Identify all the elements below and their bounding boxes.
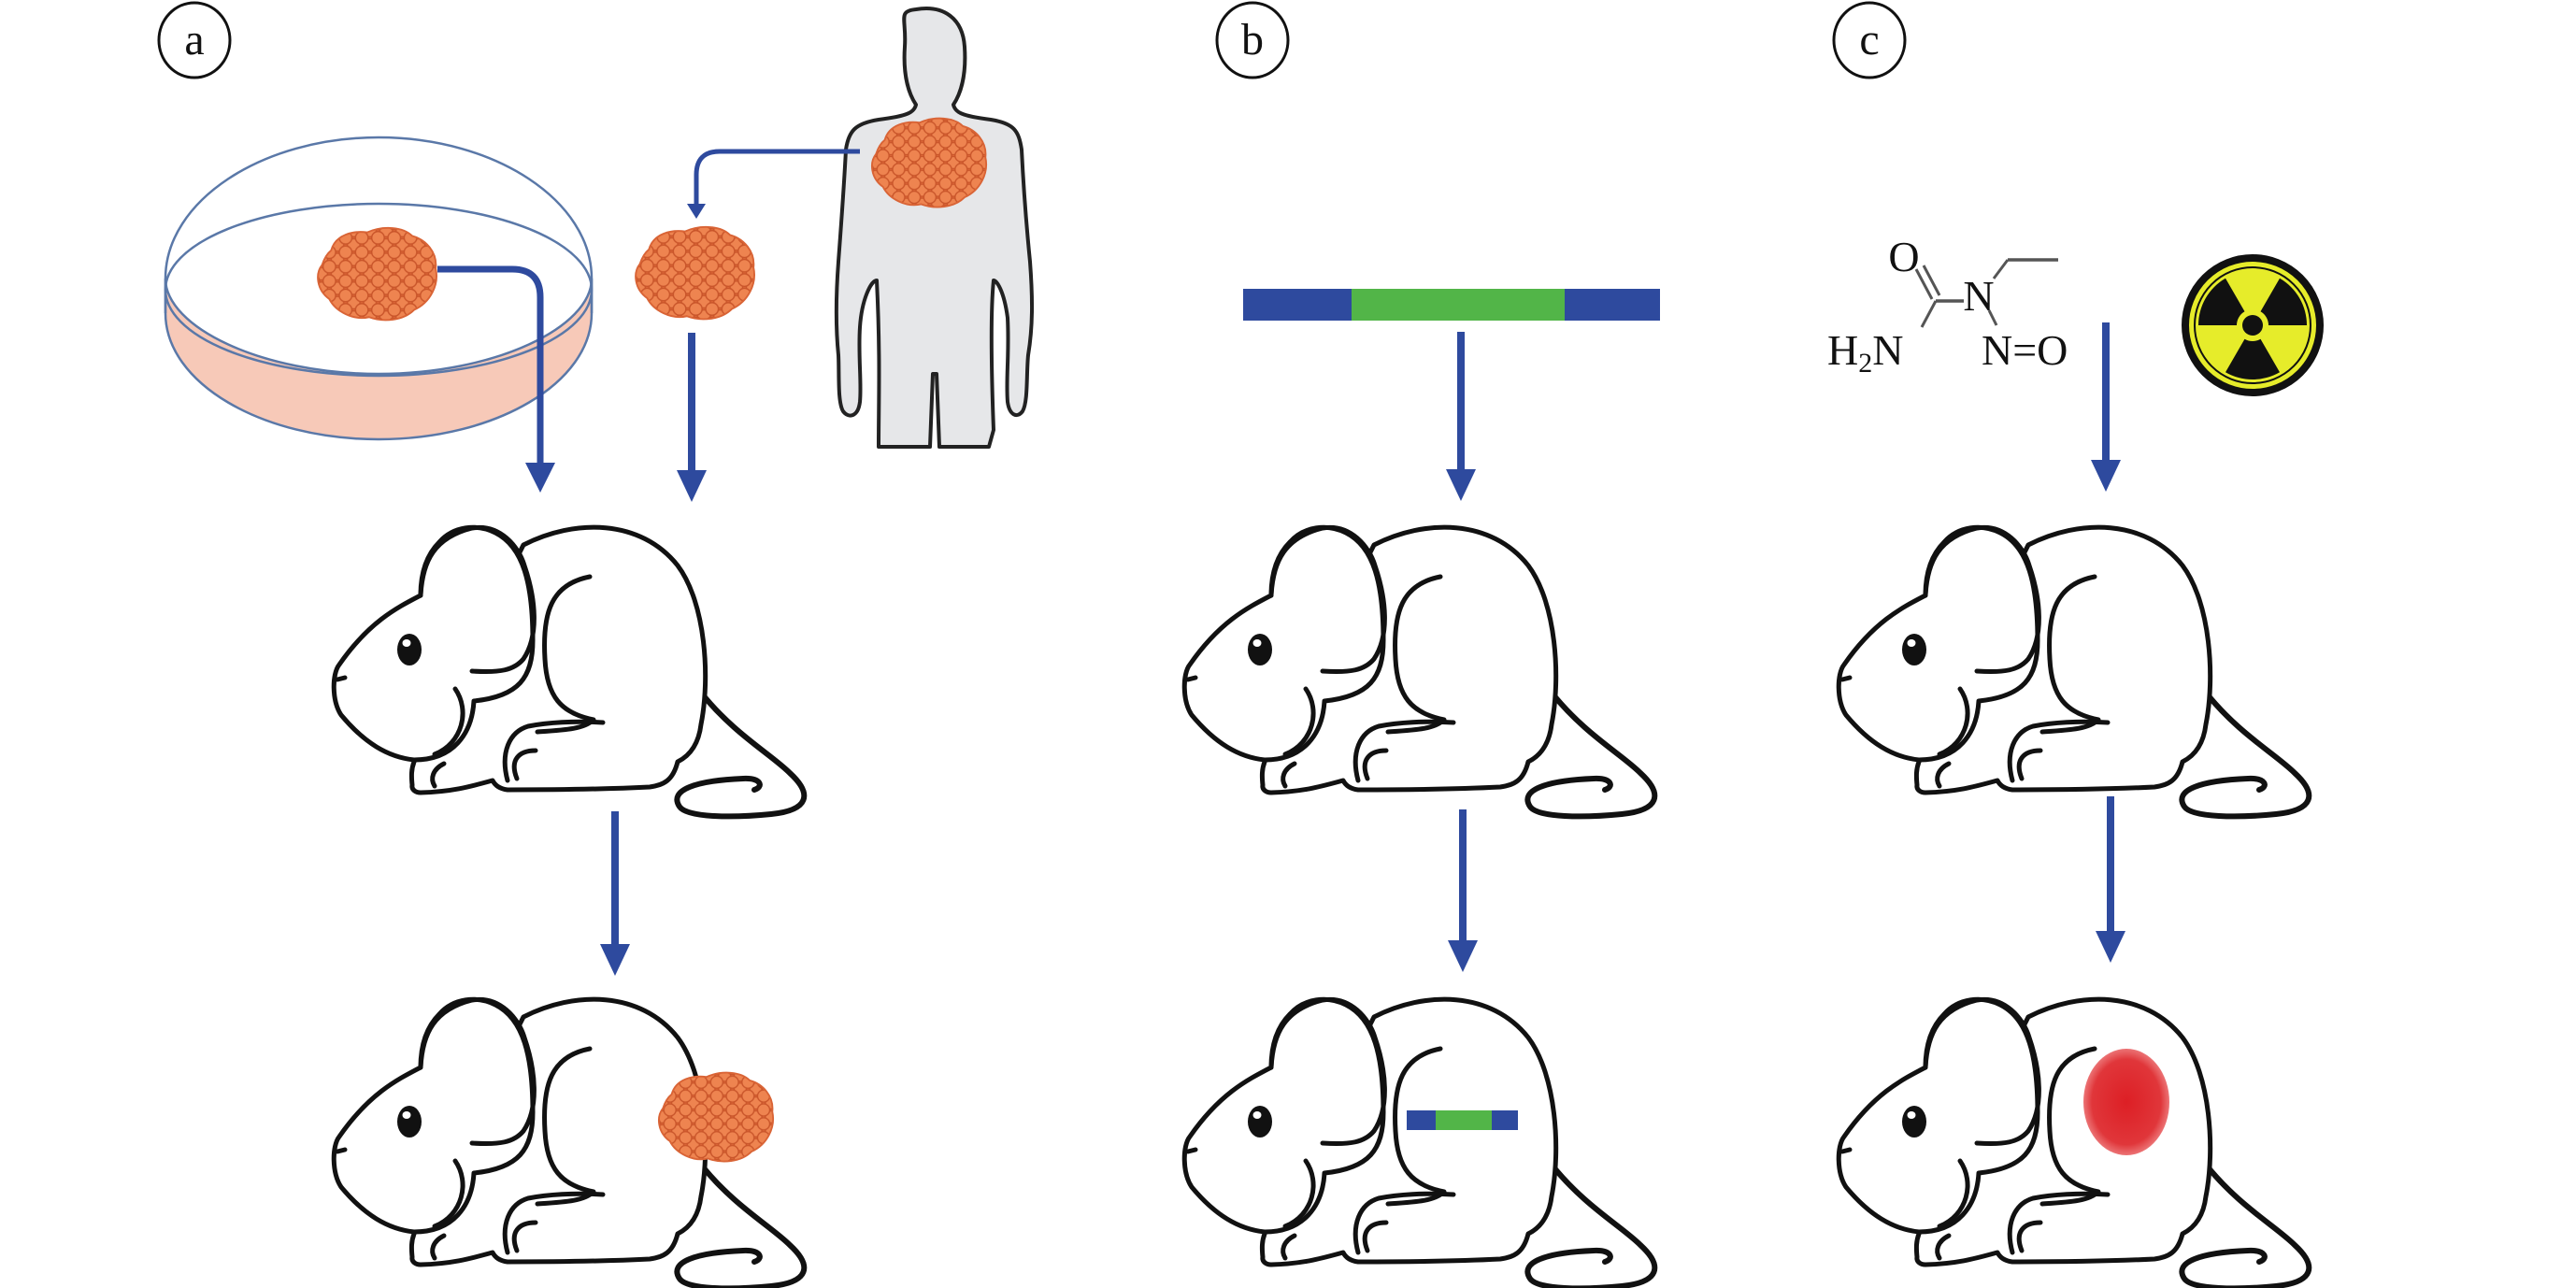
arrow-c-mouse-to-result: [2096, 796, 2125, 963]
excised-tumor-tissue: [635, 225, 756, 321]
gene-flank-right: [1565, 289, 1660, 321]
integrated-gene-construct: [1407, 1110, 1518, 1130]
petri-dish-icon: [164, 136, 594, 441]
gene-flank-left: [1243, 289, 1352, 321]
gene-construct: [1243, 289, 1660, 321]
chemical-structure-enu: O N H2N N=O: [1827, 233, 2068, 379]
panel-label-a-text: a: [184, 15, 204, 64]
panel-label-a: a: [157, 1, 232, 79]
mouse-icon-c-exposed: [1839, 527, 2309, 816]
mouse-icon-c-result: [1839, 999, 2309, 1288]
radiation-blade: [2260, 278, 2307, 325]
atom-amine-h: H: [1827, 326, 1858, 374]
human-silhouette-icon: [834, 7, 1035, 449]
arrow-a-mouse-to-result: [600, 811, 630, 976]
atom-nitroso: N=O: [1982, 326, 2068, 374]
panel-label-c: c: [1832, 1, 1907, 79]
integrated-flank-right: [1492, 1110, 1518, 1130]
arrow-tissue-to-mouse: [677, 333, 707, 502]
panel-label-c-text: c: [1859, 15, 1879, 64]
panel-label-b: b: [1215, 1, 1290, 79]
gene-insert: [1352, 289, 1565, 321]
integrated-insert: [1436, 1110, 1492, 1130]
atom-amine: H2N: [1827, 326, 1903, 379]
mouse-icon-a-recipient: [334, 527, 804, 816]
atom-carbonyl-o: O: [1888, 233, 1919, 280]
transplanted-tumor: [657, 1071, 775, 1163]
radiation-blade: [2198, 278, 2245, 325]
mouse-icon-b-result: [1184, 999, 1654, 1288]
patient-tumor: [870, 117, 988, 208]
mouse-icon-b-recipient: [1184, 527, 1654, 816]
arrow-gene-to-mouse: [1446, 332, 1476, 501]
arrow-carcinogen-to-mouse: [2091, 322, 2121, 492]
atom-amine-subscript: 2: [1858, 348, 1872, 379]
atom-amide-n: N: [1963, 272, 1994, 320]
arrow-b-mouse-to-result: [1448, 809, 1478, 972]
cultured-tumor-cells: [317, 226, 437, 322]
arrow-dish-to-mouse: [437, 265, 555, 493]
radiation-blade: [2225, 338, 2280, 379]
induced-tumor: [2083, 1049, 2169, 1155]
radiation-hazard-icon: [2182, 254, 2324, 396]
panel-label-b-text: b: [1241, 15, 1264, 64]
atom-amine-n: N: [1872, 326, 1903, 374]
integrated-flank-left: [1407, 1110, 1436, 1130]
arrow-human-to-tissue: [687, 149, 860, 219]
